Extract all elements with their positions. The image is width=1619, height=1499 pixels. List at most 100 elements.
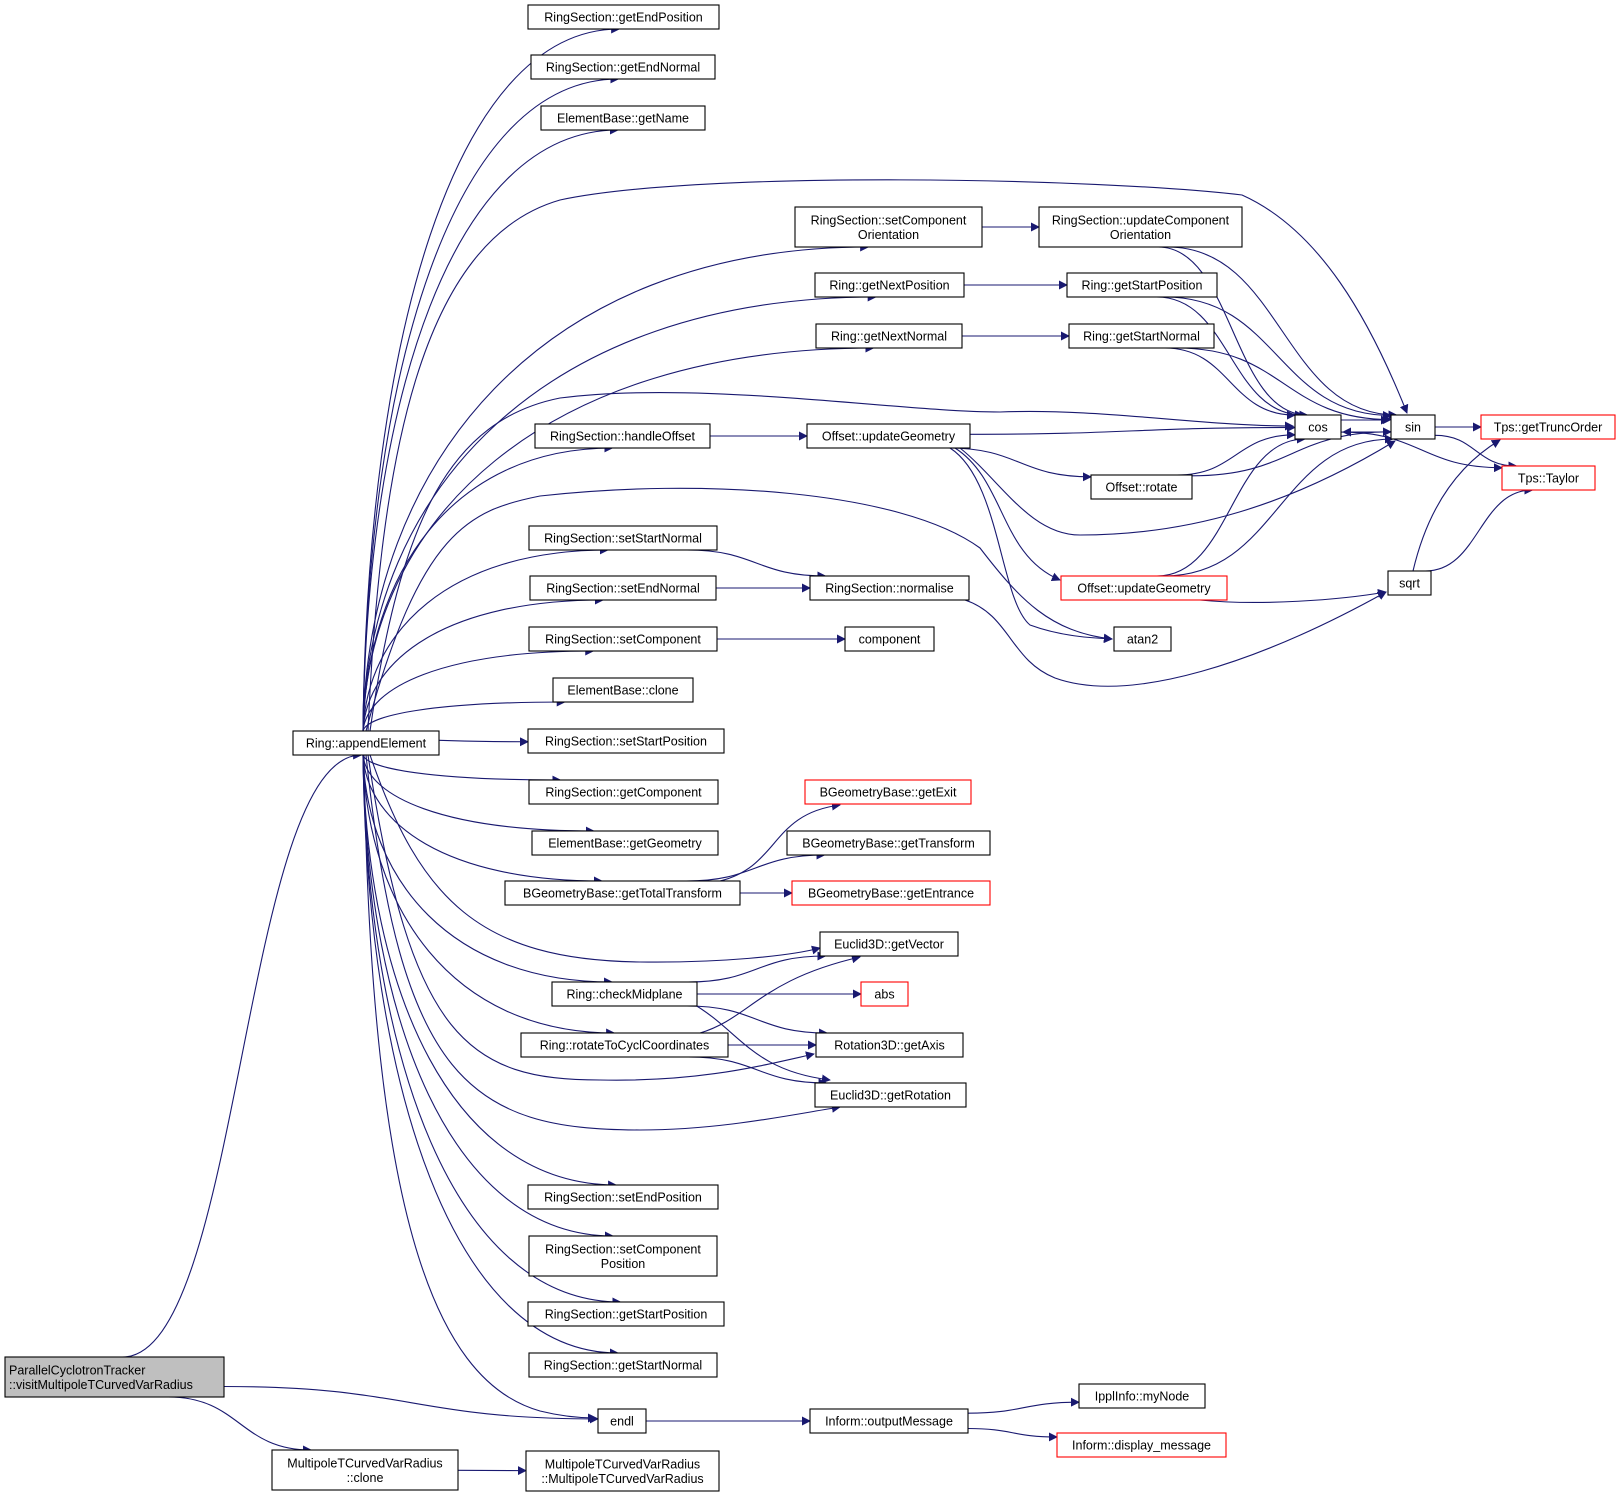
node-box [794, 206, 983, 248]
node-root[interactable]: ParallelCyclotronTracker::visitMultipole… [4, 1356, 225, 1398]
node-box [806, 423, 971, 449]
node-box [1113, 626, 1172, 652]
edge-append-to-checkMid [362, 754, 614, 987]
node-sin[interactable]: sin [1390, 414, 1436, 440]
node-getGeom[interactable]: ElementBase::getGeometry [531, 830, 719, 856]
node-box [528, 1235, 718, 1277]
node-box [1068, 323, 1215, 349]
node-getEntrance[interactable]: BGeometryBase::getEntrance [791, 880, 991, 906]
node-label: ::MultipoleTCurvedVarRadius [541, 1472, 703, 1486]
node-box [1090, 474, 1193, 500]
node-setEndNorm[interactable]: RingSection::setEndNormal [529, 575, 717, 601]
edge-checkMid-to-getRot [689, 1001, 831, 1084]
edge-append-to-getName [362, 125, 619, 732]
node-getNextNorm[interactable]: Ring::getNextNormal [815, 323, 963, 349]
node-mynode[interactable]: IpplInfo::myNode [1078, 1383, 1206, 1409]
node-box [528, 779, 719, 805]
node-box [814, 272, 965, 298]
node-offUpd2[interactable]: Offset::updateGeometry [1060, 575, 1228, 601]
node-label: RingSection::setComponent [811, 213, 967, 227]
node-box [815, 1032, 964, 1058]
node-getStartNorm[interactable]: RingSection::getStartNormal [528, 1352, 718, 1378]
node-abs[interactable]: abs [860, 981, 909, 1007]
edge-append-to-getAxis [367, 754, 815, 1081]
node-ctor[interactable]: MultipoleTCurvedVarRadius::MultipoleTCur… [525, 1450, 720, 1492]
node-box [1390, 414, 1436, 440]
edge-ringStartNorm-to-sin [1177, 347, 1392, 425]
node-getEndNorm[interactable]: RingSection::getEndNormal [530, 54, 716, 80]
edge-outmsg-to-mynode [967, 1397, 1080, 1414]
node-label: ElementBase::getGeometry [548, 837, 702, 851]
edge-append-to-getVector [369, 754, 821, 963]
node-label: RingSection::updateComponent [1052, 213, 1230, 227]
node-rotCycl[interactable]: Ring::rotateToCyclCoordinates [520, 1032, 729, 1058]
node-checkMid[interactable]: Ring::checkMidplane [551, 981, 698, 1007]
edge-ringStartPos-to-cos [1156, 296, 1305, 420]
node-totalTrans[interactable]: BGeometryBase::getTotalTransform [504, 880, 741, 906]
node-truncOrder[interactable]: Tps::getTruncOrder [1480, 414, 1616, 440]
node-offRotate[interactable]: Offset::rotate [1090, 474, 1193, 500]
edge-sqrt-to-truncOrder [1412, 439, 1501, 572]
node-normalise[interactable]: RingSection::normalise [809, 575, 970, 601]
node-setStartNorm[interactable]: RingSection::setStartNormal [528, 525, 718, 551]
node-box [809, 1408, 969, 1434]
edge-offUpd1-to-offRotate [948, 447, 1092, 482]
node-getAxis[interactable]: Rotation3D::getAxis [815, 1032, 964, 1058]
edge-checkMid-to-getVector [687, 951, 827, 983]
node-box [814, 1082, 967, 1108]
node-setComp[interactable]: RingSection::setComponent [528, 626, 718, 652]
node-getNextPos[interactable]: Ring::getNextPosition [814, 272, 965, 298]
edge-ringStartPos-to-sin [1164, 296, 1392, 420]
node-box [819, 931, 959, 957]
node-getComp[interactable]: RingSection::getComponent [528, 779, 719, 805]
node-box [528, 626, 718, 652]
node-box [1056, 1432, 1227, 1458]
node-endl[interactable]: endl [597, 1408, 647, 1434]
edge-ringStartNorm-to-cos [1164, 347, 1296, 420]
node-label: RingSection::setStartPosition [545, 735, 707, 749]
node-box [791, 880, 991, 906]
edge-rotCycl-to-getRot [688, 1056, 828, 1088]
node-box [504, 880, 741, 906]
node-box [1078, 1383, 1206, 1409]
node-getStartPos[interactable]: RingSection::getStartPosition [527, 1301, 725, 1327]
node-outmsg[interactable]: Inform::outputMessage [809, 1408, 969, 1434]
node-label: RingSection::normalise [825, 582, 954, 596]
node-offUpd1[interactable]: Offset::updateGeometry [806, 423, 971, 449]
node-handleOffset[interactable]: RingSection::handleOffset [534, 423, 711, 449]
node-box [1480, 414, 1616, 440]
node-getRot[interactable]: Euclid3D::getRotation [814, 1082, 967, 1108]
node-label: BGeometryBase::getExit [820, 786, 957, 800]
node-taylor[interactable]: Tps::Taylor [1501, 465, 1596, 491]
node-component[interactable]: component [844, 626, 935, 652]
node-sqrt[interactable]: sqrt [1387, 570, 1432, 596]
node-setEndPos[interactable]: RingSection::setEndPosition [527, 1184, 719, 1210]
node-label: abs [874, 988, 894, 1002]
node-box [809, 575, 970, 601]
node-label: Inform::outputMessage [825, 1415, 953, 1429]
node-atan2[interactable]: atan2 [1113, 626, 1172, 652]
node-label: ElementBase::clone [567, 684, 678, 698]
node-ringStartPos[interactable]: Ring::getStartPosition [1066, 272, 1218, 298]
node-dispmsg[interactable]: Inform::display_message [1056, 1432, 1227, 1458]
node-ebClone[interactable]: ElementBase::clone [552, 677, 694, 703]
node-box [1066, 272, 1218, 298]
edge-updCompOrient-to-cos [1158, 246, 1309, 420]
node-getEndPos[interactable]: RingSection::getEndPosition [527, 4, 720, 30]
node-getExit[interactable]: BGeometryBase::getExit [804, 779, 972, 805]
node-label: Position [601, 1257, 646, 1271]
node-getName[interactable]: ElementBase::getName [540, 105, 706, 131]
node-cos[interactable]: cos [1294, 414, 1342, 440]
node-getVector[interactable]: Euclid3D::getVector [819, 931, 959, 957]
node-box [1387, 570, 1432, 596]
node-box [271, 1449, 459, 1491]
node-getTransform[interactable]: BGeometryBase::getTransform [786, 830, 991, 856]
node-clone2[interactable]: MultipoleTCurvedVarRadius::clone [271, 1449, 459, 1491]
node-setStartPos[interactable]: RingSection::setStartPosition [527, 728, 725, 754]
node-ringStartNorm[interactable]: Ring::getStartNormal [1068, 323, 1215, 349]
edge-offUpd2-to-sin [1164, 434, 1394, 577]
node-append[interactable]: Ring::appendElement [292, 730, 440, 756]
